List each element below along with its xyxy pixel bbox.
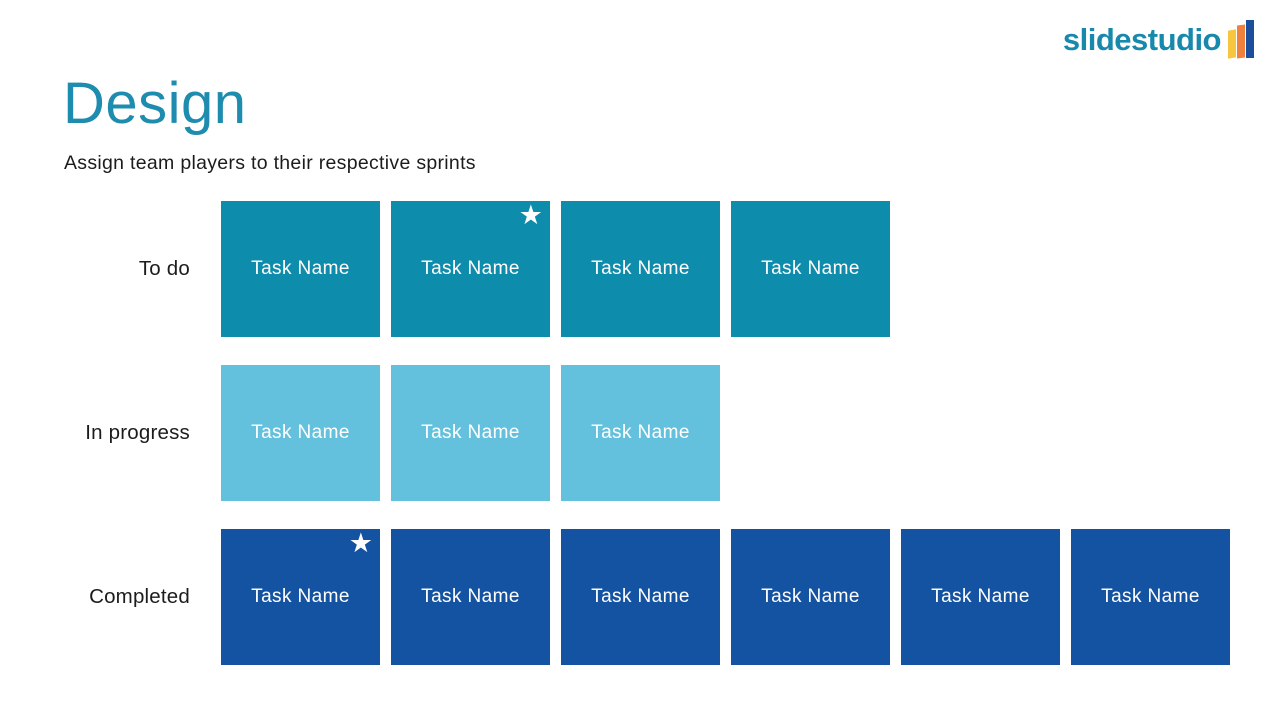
task-card-label: Task Name [251,586,350,607]
logo-bar-orange [1237,24,1245,59]
logo: slidestudio [1062,18,1254,59]
task-card-label: Task Name [1101,586,1200,607]
task-card: Task Name [731,529,890,665]
task-card-label: Task Name [591,586,690,607]
task-card: Task Name [1071,529,1230,665]
task-card-label: Task Name [421,586,520,607]
task-card: Task Name [391,529,550,665]
task-card-label: Task Name [421,258,520,279]
page-subtitle: Assign team players to their respective … [64,152,476,174]
card-group-to-do: Task Name ★ Task Name Task Name Task Name [221,201,890,337]
board-row-completed: Completed ★ Task Name Task Name Task Name Tas… [0,529,1280,665]
task-card: ★ Task Name [221,529,380,665]
row-label: In progress [85,421,190,444]
task-card-label: Task Name [931,586,1030,607]
task-card-label: Task Name [761,258,860,279]
task-card: Task Name [731,201,890,337]
logo-icon [1228,18,1254,59]
board-row-in-progress: In progress Task Name Task Name Task Name [0,365,1280,501]
logo-text: slidestudio [1062,22,1222,57]
task-card: Task Name [901,529,1060,665]
task-card-label: Task Name [421,422,520,443]
task-card: Task Name [561,201,720,337]
row-label: To do [138,257,190,280]
star-icon: ★ [518,200,543,230]
task-card-label: Task Name [251,422,350,443]
task-card: Task Name [561,529,720,665]
star-icon: ★ [348,528,373,558]
task-card: Task Name [561,365,720,501]
task-card-label: Task Name [591,422,690,443]
card-group-completed: ★ Task Name Task Name Task Name Task Name Tas… [221,529,1230,665]
card-group-in-progress: Task Name Task Name Task Name [221,365,720,501]
task-card: ★ Task Name [391,201,550,337]
page-title: Design [63,71,247,136]
logo-bar-blue [1246,20,1254,58]
task-card-label: Task Name [591,258,690,279]
logo-bar-yellow [1228,29,1236,59]
task-card-label: Task Name [761,586,860,607]
task-card: Task Name [221,201,380,337]
task-card: Task Name [221,365,380,501]
task-card-label: Task Name [251,258,350,279]
row-label: Completed [89,585,190,608]
task-card: Task Name [391,365,550,501]
